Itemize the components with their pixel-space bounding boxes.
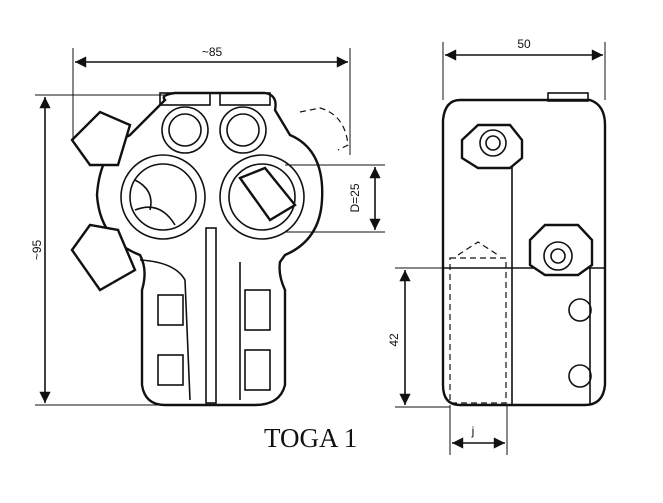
dim-width-front: ~85 (202, 45, 223, 59)
dim-height-lower: 42 (387, 333, 401, 347)
drawing-title: TOGA 1 (264, 423, 357, 453)
side-view (441, 92, 607, 407)
dim-slot-width: j (471, 424, 475, 438)
dim-bore-diameter: D=25 (348, 183, 362, 212)
front-view (70, 91, 349, 407)
dim-height-front: ~95 (30, 239, 44, 260)
dimensions: ~85 ~95 D=25 50 42 j (30, 37, 606, 455)
dim-width-side: 50 (517, 37, 531, 51)
